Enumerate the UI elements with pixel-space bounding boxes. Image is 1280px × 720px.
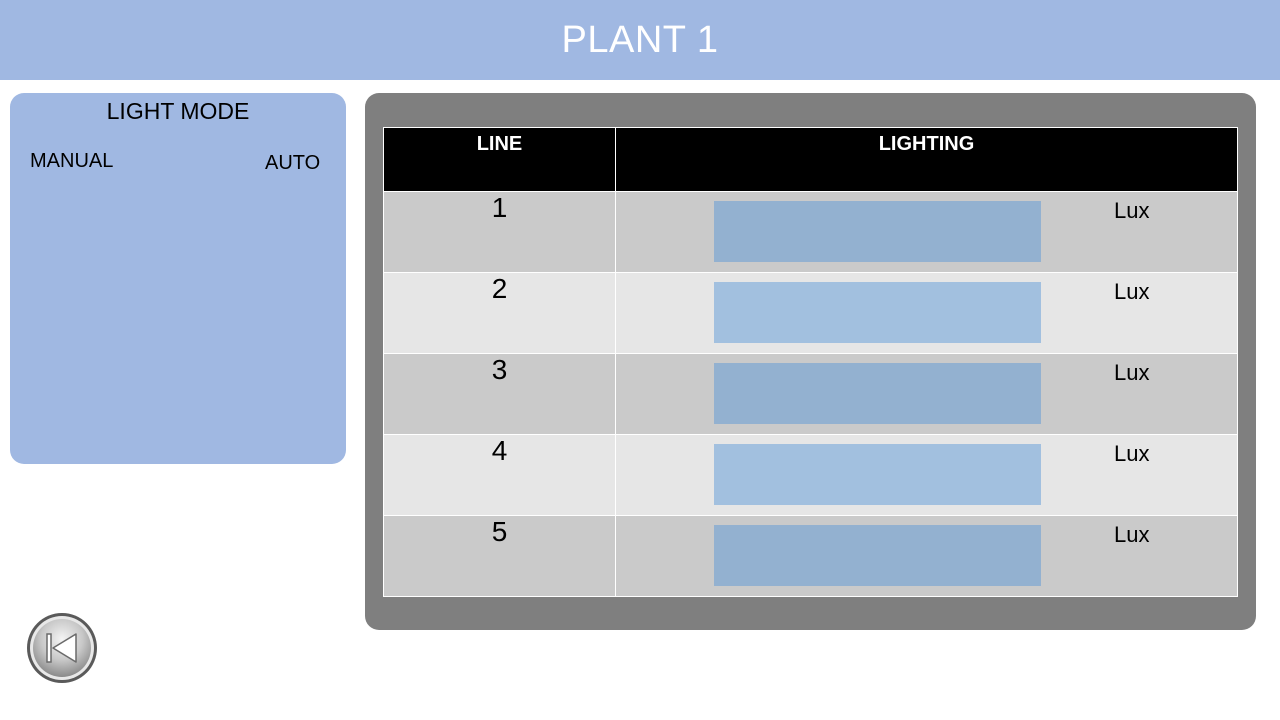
- lux-value-field[interactable]: [714, 363, 1041, 424]
- line-number: 5: [383, 515, 616, 597]
- table-row: 5 Lux: [383, 515, 1238, 597]
- manual-mode-option[interactable]: MANUAL: [30, 150, 114, 172]
- line-number: 2: [383, 272, 616, 354]
- lux-unit-label: Lux: [1114, 279, 1150, 304]
- back-button[interactable]: [26, 612, 98, 684]
- line-number: 1: [383, 191, 616, 273]
- lux-unit-label: Lux: [1114, 522, 1150, 547]
- table-row: 3 Lux: [383, 353, 1238, 435]
- lux-value-field[interactable]: [714, 444, 1041, 505]
- lighting-table: LINE LIGHTING 1 Lux 2 Lux 3: [383, 127, 1238, 597]
- header-bar: PLANT 1: [0, 0, 1280, 80]
- lux-value-field[interactable]: [714, 282, 1041, 343]
- line-number: 3: [383, 353, 616, 435]
- lux-unit-label: Lux: [1114, 360, 1150, 385]
- lighting-cell: Lux: [615, 434, 1238, 516]
- table-row: 1 Lux: [383, 191, 1238, 273]
- light-mode-panel: LIGHT MODE MANUAL AUTO: [10, 93, 346, 464]
- lux-value-field[interactable]: [714, 525, 1041, 586]
- lighting-cell: Lux: [615, 353, 1238, 435]
- table-row: 4 Lux: [383, 434, 1238, 516]
- lighting-column-header: LIGHTING: [615, 127, 1238, 192]
- auto-mode-option[interactable]: AUTO: [265, 152, 321, 174]
- page-title: PLANT 1: [561, 18, 719, 61]
- light-mode-title: LIGHT MODE: [106, 98, 250, 124]
- lux-value-field[interactable]: [714, 201, 1041, 262]
- table-header-row: LINE LIGHTING: [383, 127, 1238, 192]
- line-number: 4: [383, 434, 616, 516]
- table-row: 2 Lux: [383, 272, 1238, 354]
- line-column-header: LINE: [383, 127, 616, 192]
- lighting-table-frame: LINE LIGHTING 1 Lux 2 Lux 3: [365, 93, 1256, 630]
- lighting-cell: Lux: [615, 272, 1238, 354]
- lux-unit-label: Lux: [1114, 441, 1150, 466]
- lighting-cell: Lux: [615, 515, 1238, 597]
- lighting-cell: Lux: [615, 191, 1238, 273]
- skip-back-icon: [27, 613, 97, 683]
- lux-unit-label: Lux: [1114, 198, 1150, 223]
